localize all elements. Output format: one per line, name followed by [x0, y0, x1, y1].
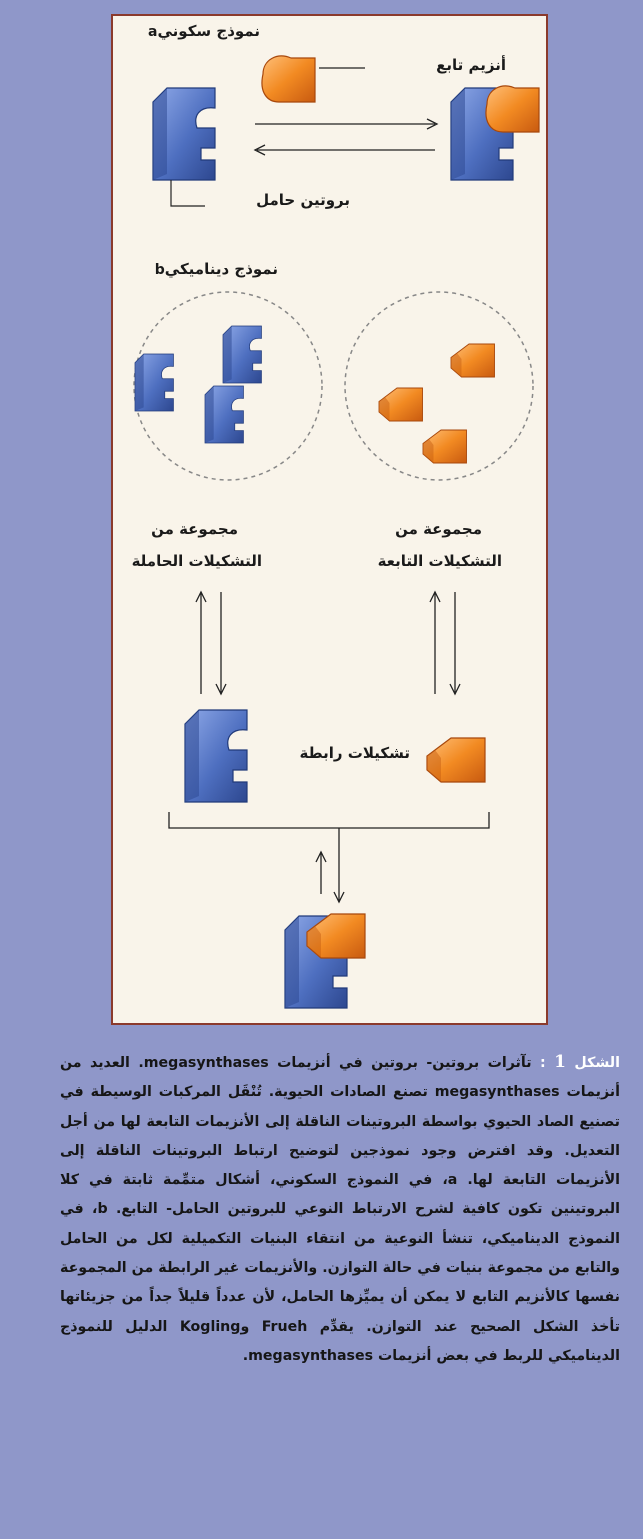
figure-illustration: [133, 55, 540, 1009]
carrier-equilibrium-arrows: [195, 590, 227, 696]
caption-body: تآثرات بروتين- بروتين في أنزيمات megasyn…: [60, 1055, 620, 1364]
combine-bracket: [168, 812, 490, 829]
carrier-conformer-2: [222, 325, 262, 384]
carrier-leader-line: [170, 180, 205, 207]
carrier-label: بروتين حامل: [256, 191, 350, 209]
figure-caption: الشكل 1 : تآثرات بروتين- بروتين في أنزيم…: [60, 1048, 620, 1371]
enzyme-label: أنزيم تابع: [436, 56, 506, 74]
enzyme-partner-a: [261, 55, 316, 103]
carrier-conformer-3: [204, 385, 244, 444]
final-equilibrium-arrows: [315, 828, 345, 904]
binding-carrier: [184, 709, 248, 803]
binding-label: تشكيلات رابطة: [299, 744, 410, 762]
carrier-pool-label-line2: التشكيلات الحاملة: [131, 552, 262, 570]
final-bound-complex: [284, 913, 366, 1009]
carrier-pool-label-line1: مجموعة من: [151, 520, 238, 538]
partner-conformer-1: [450, 343, 495, 378]
partner-pool-label-line2: التشكيلات التابعة: [377, 552, 502, 570]
carrier-conformer-1: [134, 353, 174, 412]
partner-pool-circle: [344, 291, 534, 481]
binding-partner: [426, 737, 486, 783]
caption-separator: :: [531, 1055, 555, 1071]
caption-lead: الشكل: [574, 1055, 620, 1071]
figure-panel: نموذج سكونيa أنزيم تابع بروتين حامل نموذ…: [111, 14, 548, 1025]
partner-equilibrium-arrows: [429, 590, 461, 696]
panel-b-title: نموذج ديناميكيb: [154, 260, 278, 278]
panel-a-title: نموذج سكونيa: [148, 22, 260, 40]
partner-conformer-2: [378, 387, 423, 422]
carrier-pool-circle: [133, 291, 323, 481]
caption-number: 1: [554, 1052, 566, 1072]
bound-complex-a: [450, 85, 540, 181]
carrier-protein-a: [152, 87, 216, 181]
partner-conformer-3: [422, 429, 467, 464]
partner-pool-label-line1: مجموعة من: [395, 520, 482, 538]
